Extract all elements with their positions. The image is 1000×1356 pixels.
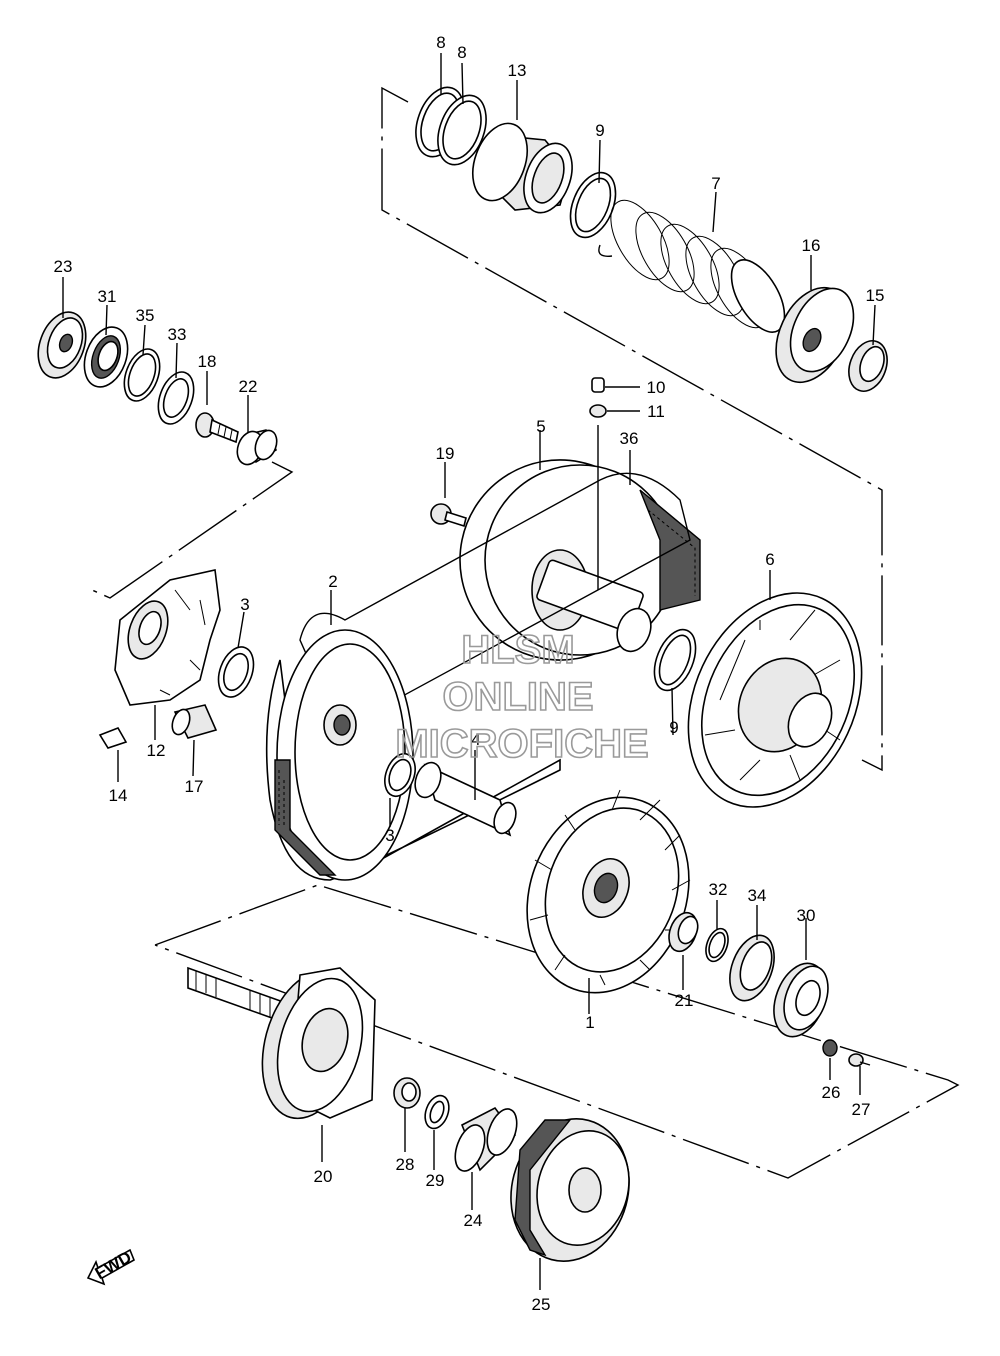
callout-22: 22 xyxy=(239,377,258,396)
callout-8-a: 8 xyxy=(436,33,445,52)
part-1-drive-face-fan xyxy=(526,789,691,994)
callout-31: 31 xyxy=(98,287,117,306)
callout-15: 15 xyxy=(866,286,885,305)
callout-29: 29 xyxy=(426,1171,445,1190)
callout-35: 35 xyxy=(136,306,155,325)
callout-36: 36 xyxy=(620,429,639,448)
callout-6: 6 xyxy=(765,550,774,569)
callout-11: 11 xyxy=(647,402,665,421)
part-25-clutch-shoe xyxy=(510,1118,630,1262)
part-3-washer-lower xyxy=(384,752,416,798)
callout-13: 13 xyxy=(508,61,527,80)
callout-28: 28 xyxy=(396,1155,415,1174)
part-19-bolt xyxy=(430,503,467,528)
callout-12: 12 xyxy=(147,741,166,760)
callout-24: 24 xyxy=(464,1211,483,1230)
part-6-driven-face xyxy=(687,592,863,808)
watermark-line-1: HLSM xyxy=(461,628,574,672)
part-23-oil-seal xyxy=(37,311,87,379)
leader-lines xyxy=(62,53,876,1290)
callout-9-lower: 9 xyxy=(669,718,678,737)
part-12-movable-face xyxy=(114,569,221,706)
callout-16: 16 xyxy=(802,236,821,255)
part-18-bolt xyxy=(195,412,239,444)
part-13-collar xyxy=(472,122,573,214)
part-26-washer xyxy=(822,1039,838,1057)
part-24-needle-bearing xyxy=(454,1106,518,1172)
callout-30: 30 xyxy=(797,906,816,925)
part-16-spring-seat xyxy=(775,286,855,384)
callout-9-upper: 9 xyxy=(595,121,604,140)
part-33-washer xyxy=(157,371,195,425)
callout-26: 26 xyxy=(822,1083,841,1102)
fwd-arrow-icon: FWD xyxy=(86,1247,136,1286)
callout-34: 34 xyxy=(748,886,767,905)
callout-2: 2 xyxy=(328,572,337,591)
part-28-nut xyxy=(393,1077,421,1109)
callout-5: 5 xyxy=(536,417,545,436)
callout-4: 4 xyxy=(471,730,480,749)
part-29-washer xyxy=(424,1094,450,1130)
part-4-spacer xyxy=(414,761,517,837)
callout-3-upper: 3 xyxy=(240,595,249,614)
callout-25: 25 xyxy=(532,1295,551,1314)
part-9-ring-lower xyxy=(653,628,697,692)
part-2-drive-belt xyxy=(265,472,691,881)
part-21-collar xyxy=(668,911,699,953)
callout-labels: 8 8 13 9 7 16 15 23 31 35 33 18 22 10 11… xyxy=(54,33,885,1314)
part-10-pin xyxy=(591,377,605,393)
callout-8-b: 8 xyxy=(457,43,466,62)
part-32-ring xyxy=(705,927,729,963)
fwd-label: FWD xyxy=(92,1247,135,1283)
callout-3-lower: 3 xyxy=(385,826,394,845)
part-27-screw xyxy=(848,1053,871,1067)
callout-1: 1 xyxy=(585,1013,594,1032)
part-34-seal xyxy=(729,934,775,1002)
part-11-cap xyxy=(589,404,607,418)
part-30-bearing xyxy=(773,962,829,1038)
callout-14: 14 xyxy=(109,786,128,805)
callout-20: 20 xyxy=(314,1167,333,1186)
callout-27: 27 xyxy=(852,1100,871,1119)
part-5-driven-pulley xyxy=(459,459,701,661)
part-35-circlip xyxy=(123,348,161,402)
callout-10: 10 xyxy=(647,378,666,397)
part-7-spring xyxy=(598,199,786,333)
watermark-line-2: ONLINE xyxy=(442,675,593,719)
callout-17: 17 xyxy=(185,777,204,796)
callout-33: 33 xyxy=(168,325,187,344)
part-22-bush xyxy=(236,429,278,466)
callout-7: 7 xyxy=(711,174,720,193)
callout-18: 18 xyxy=(198,352,217,371)
part-17-roller xyxy=(171,704,218,739)
part-14-slide-piece xyxy=(98,727,128,749)
assembly-brackets xyxy=(91,86,960,1179)
part-31-bearing xyxy=(83,326,129,388)
part-20-clutch-housing xyxy=(187,966,376,1120)
callout-19: 19 xyxy=(436,444,455,463)
callout-21: 21 xyxy=(675,991,694,1010)
part-9-ring-upper xyxy=(569,171,617,239)
part-15-nut xyxy=(848,340,888,392)
part-3-washer-upper xyxy=(217,646,255,698)
watermark-line-3: MICROFICHE xyxy=(395,722,648,766)
callout-32: 32 xyxy=(709,880,728,899)
part-8-circlips xyxy=(415,86,487,166)
watermark: HLSM ONLINE MICROFICHE xyxy=(395,627,650,767)
callout-23: 23 xyxy=(54,257,73,276)
